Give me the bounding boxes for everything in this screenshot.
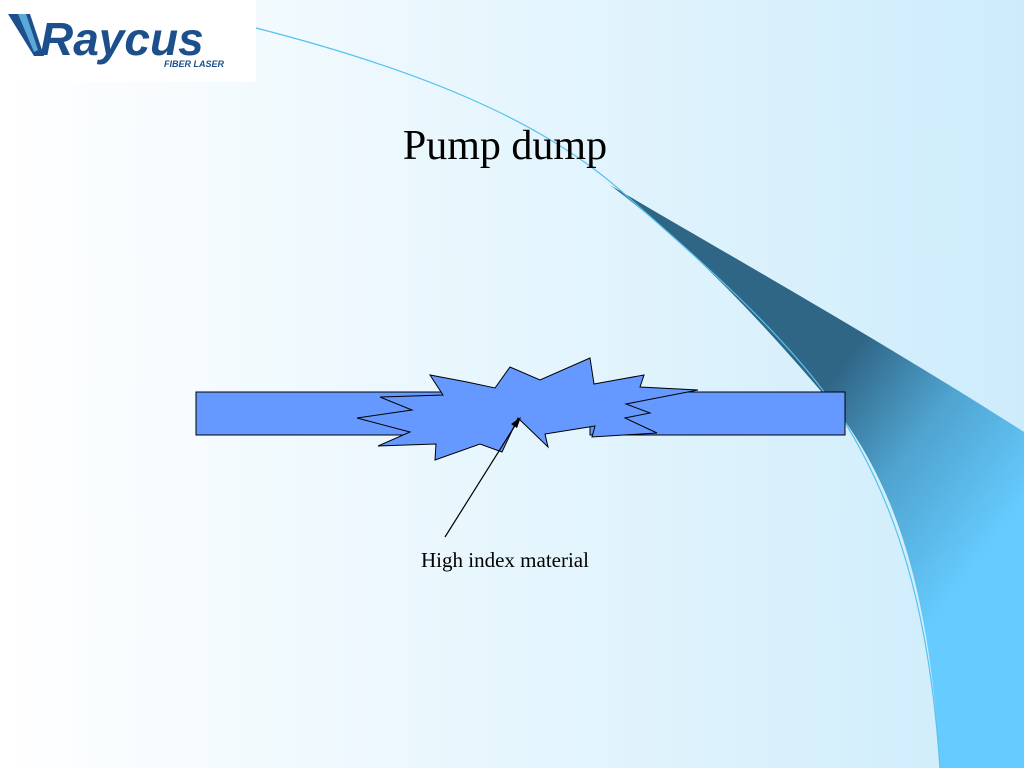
logo-tagline: FIBER LASER <box>164 59 225 69</box>
callout-arrowhead-icon <box>511 417 521 428</box>
callout-arrow-line <box>444 423 517 538</box>
callout-label: High index material <box>421 548 589 572</box>
swoosh-line <box>255 27 941 768</box>
slide-title: Pump dump <box>402 123 608 169</box>
logo-wordmark: Raycus <box>40 13 204 65</box>
high-index-burst <box>356 357 699 461</box>
raycus-logo: Raycus FIBER LASER <box>8 13 225 69</box>
swoosh-shape <box>610 185 1024 768</box>
logo-panel: Raycus FIBER LASER <box>0 0 256 82</box>
